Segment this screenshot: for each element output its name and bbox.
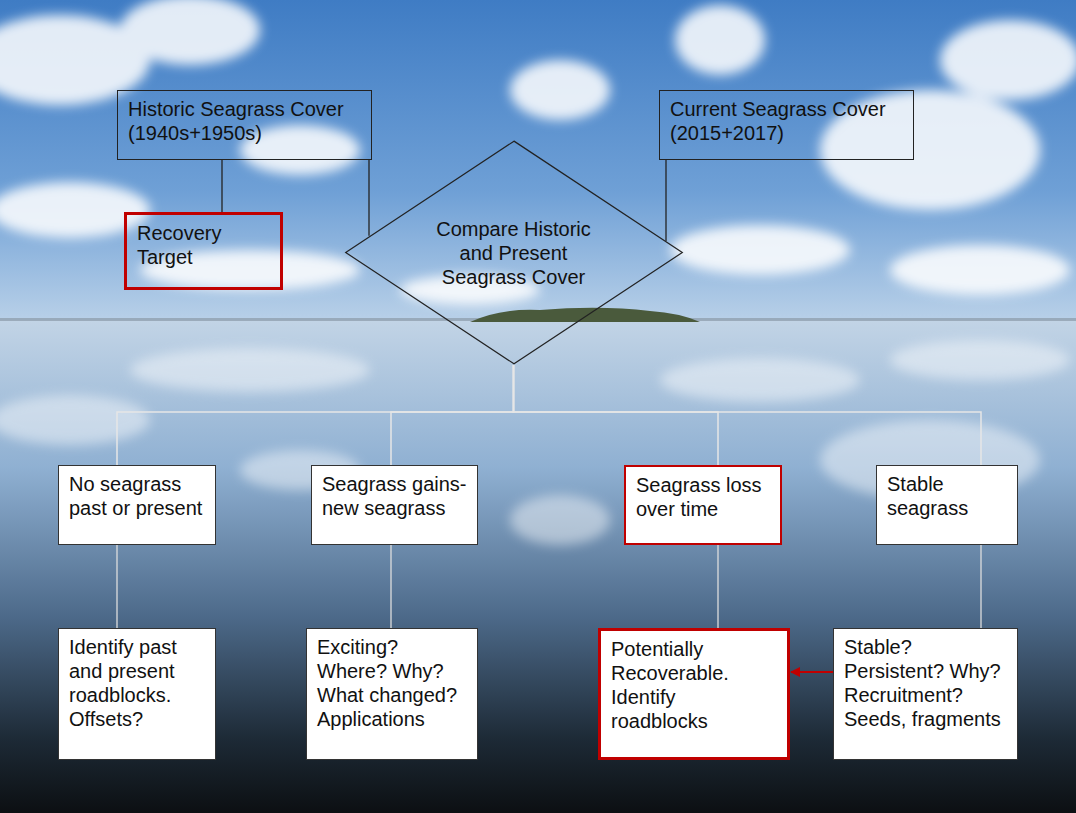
target-box: Recovery Target bbox=[124, 212, 283, 290]
node-text: Seagrass gains- new seagrass bbox=[322, 472, 467, 520]
island bbox=[470, 308, 700, 322]
node-text: Seagrass loss over time bbox=[636, 473, 770, 521]
connector-line bbox=[665, 160, 666, 241]
connector-line bbox=[980, 545, 981, 628]
connector-line bbox=[514, 365, 982, 465]
outcome-box: Stable seagrass bbox=[876, 465, 1018, 545]
node-text: Potentially Recoverable. Identify roadbl… bbox=[611, 637, 777, 733]
connector-line bbox=[221, 160, 222, 212]
source-box: Current Seagrass Cover (2015+2017) bbox=[659, 90, 914, 160]
connector-line bbox=[116, 545, 117, 628]
connector-arrow bbox=[791, 671, 833, 673]
node-text: No seagrass past or present bbox=[69, 472, 205, 520]
outcome-box: No seagrass past or present bbox=[58, 465, 216, 545]
node-text: Current Seagrass Cover (2015+2017) bbox=[670, 97, 903, 145]
action-box: Exciting? Where? Why? What changed? Appl… bbox=[306, 628, 478, 760]
node-text: Stable? Persistent? Why? Recruitment? Se… bbox=[844, 635, 1007, 731]
source-box: Historic Seagrass Cover (1940s+1950s) bbox=[117, 90, 372, 160]
action-box: Potentially Recoverable. Identify roadbl… bbox=[598, 628, 790, 760]
node-text: Compare Historic and Present Seagrass Co… bbox=[434, 217, 594, 289]
connector-line bbox=[514, 365, 719, 465]
connector-line bbox=[390, 545, 391, 628]
connector-line bbox=[717, 545, 718, 628]
node-text: Historic Seagrass Cover (1940s+1950s) bbox=[128, 97, 361, 145]
node-text: Recovery Target bbox=[137, 221, 270, 269]
action-box: Identify past and present roadblocks. Of… bbox=[58, 628, 216, 760]
connector-line bbox=[368, 160, 369, 236]
action-box: Stable? Persistent? Why? Recruitment? Se… bbox=[833, 628, 1018, 760]
connector-line bbox=[117, 365, 514, 465]
outcome-box: Seagrass loss over time bbox=[624, 465, 782, 545]
outcome-box: Seagrass gains- new seagrass bbox=[311, 465, 478, 545]
node-text: Exciting? Where? Why? What changed? Appl… bbox=[317, 635, 467, 731]
connector-line bbox=[391, 365, 514, 465]
node-text: Identify past and present roadblocks. Of… bbox=[69, 635, 205, 731]
node-text: Stable seagrass bbox=[887, 472, 1007, 520]
decision-diamond: Compare Historic and Present Seagrass Co… bbox=[344, 140, 684, 365]
